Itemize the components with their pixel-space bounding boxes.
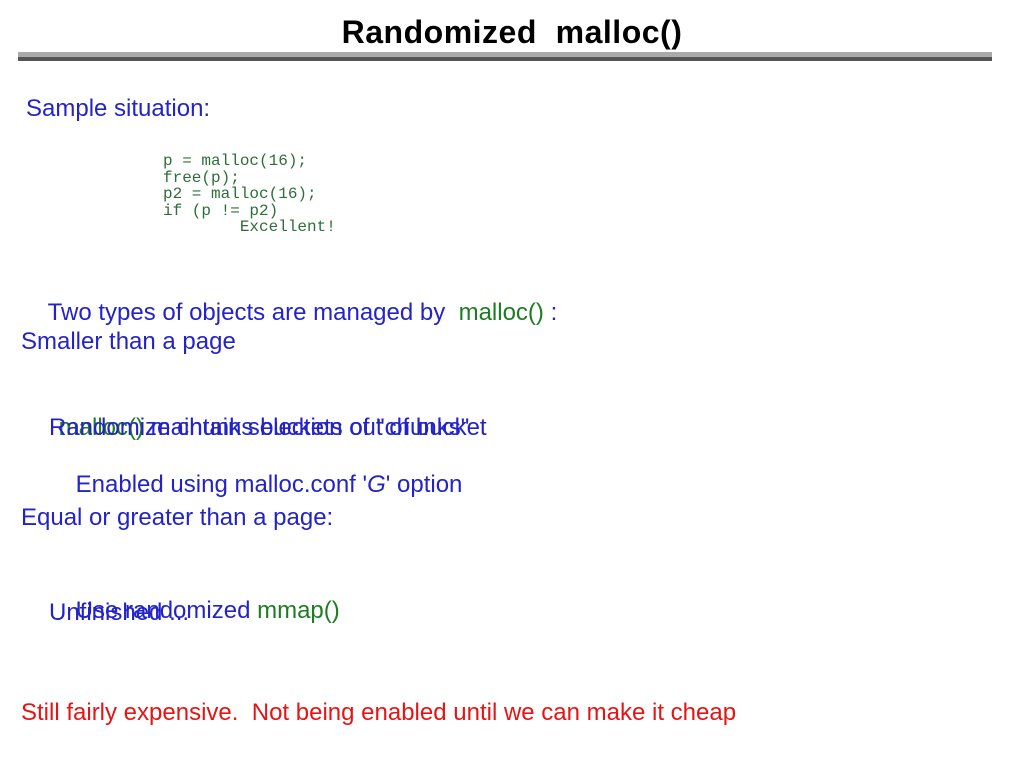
use-randomized-text: Use randomized <box>75 597 258 624</box>
malloc-keyword: malloc() <box>458 299 544 326</box>
rule-dark-band <box>18 57 992 61</box>
malloc-conf-flag: G <box>367 471 386 498</box>
two-types-colon: : <box>543 299 558 326</box>
enabled-text-post: ' option <box>385 471 463 498</box>
enabled-text-pre: Enabled using malloc.conf ' <box>75 471 368 498</box>
title-underline-rule <box>18 52 992 61</box>
rule-light-band <box>18 52 992 57</box>
two-types-text: Two types of objects are managed by <box>47 299 459 326</box>
malloc-keyword: malloc() <box>58 414 145 441</box>
code-block: p = malloc(16); free(p); p2 = malloc(16)… <box>163 152 336 236</box>
maintains-text: maintains buckets of "chunks" <box>144 414 470 441</box>
warning-line: Still fairly expensive. Not being enable… <box>21 699 737 726</box>
two-types-line: Two types of objects are managed by mall… <box>21 271 558 355</box>
enabled-option-line: Enabled using malloc.conf 'G' option <box>49 443 463 527</box>
slide-title: Randomized malloc() <box>341 14 683 50</box>
use-randomized-line: Use randomized mmap() <box>49 569 340 653</box>
sample-situation-label: Sample situation: <box>26 95 211 122</box>
malloc-maintains-line: malloc() maintains buckets of "chunks" <box>32 386 470 470</box>
equal-or-greater-heading: Equal or greater than a page: <box>21 504 334 531</box>
randomize-chunk-line: Randomize chunk selection out of bucket <box>49 414 487 441</box>
unfinished-line: Unfinished ... <box>49 599 190 626</box>
mmap-keyword: mmap() <box>257 597 340 624</box>
smaller-than-page-heading: Smaller than a page <box>21 328 236 355</box>
